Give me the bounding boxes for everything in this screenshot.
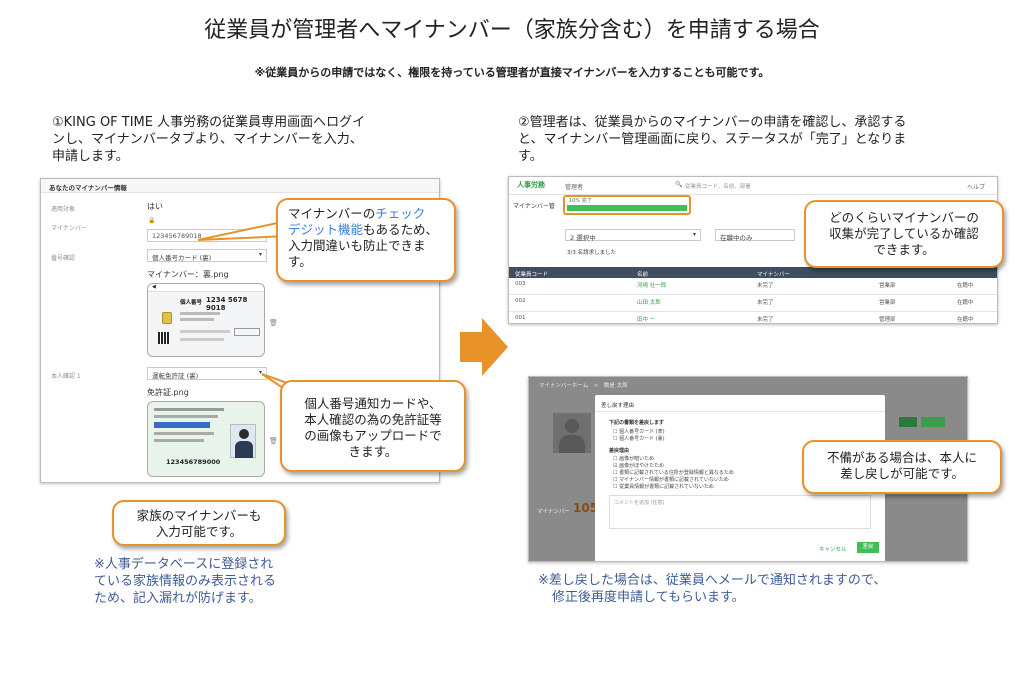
delete-icon-1[interactable]: 🗑 bbox=[269, 319, 278, 327]
filter-select-a[interactable]: 2 選択中 ▾ bbox=[565, 229, 701, 242]
note-family: ※人事データベースに登録され ている家族情報のみ表示される ため、記入漏れが防げ… bbox=[94, 557, 277, 606]
chevron-down-icon: ▾ bbox=[258, 369, 262, 376]
progress-label: 10% 完了 bbox=[569, 198, 592, 204]
reason-address[interactable]: ☐ 書類に記載されている住所が登録情報と異なるため bbox=[613, 470, 734, 476]
label-mynumber: マイナンバー bbox=[51, 225, 87, 232]
step2-text: ②管理者は、従業員からのマイナンバーの申請を確認し、承認する と、マイナンバー管… bbox=[518, 115, 907, 164]
callout-upload-images: 個人番号通知カードや、 本人確認の為の免許証等 の画像もアップロードで きます。 bbox=[280, 380, 466, 472]
progress-bar bbox=[567, 205, 687, 211]
label-target: 適用対象 bbox=[51, 206, 76, 213]
delete-icon-2[interactable]: 🗑 bbox=[269, 437, 278, 445]
table-row[interactable]: 003 河崎 壮一郎 未完了 営業部 在籍中 bbox=[509, 278, 997, 295]
person-photo-icon bbox=[230, 424, 256, 458]
dialog-title: 差し戻す理由 bbox=[601, 403, 635, 409]
section-title: マイナンバー管 bbox=[513, 203, 555, 210]
step1-text: ①KING OF TIME 人事労務の従業員専用画面へログイ ンし、マイナンバー… bbox=[52, 115, 366, 164]
help-link[interactable]: ヘルプ bbox=[966, 184, 985, 191]
reason-no-number[interactable]: ☐ マイナンバー情報が書類に記載されていないため bbox=[613, 477, 729, 483]
chevron-down-icon: ▾ bbox=[258, 251, 262, 258]
admin-topbar: 人事労務 管理者 🔍 従業員コード、名前、部署 ヘルプ bbox=[509, 177, 997, 195]
filter-select-b[interactable]: 在職中のみ bbox=[715, 229, 795, 242]
chevron-down-icon: ▾ bbox=[692, 231, 696, 238]
avatar bbox=[553, 413, 591, 453]
mynumber-card-image: ◀ 個人番号 1234 5678 9018 bbox=[147, 283, 265, 357]
arrow-left-icon: ◀ bbox=[152, 284, 156, 290]
submit-return-button[interactable]: 差戻 bbox=[857, 542, 879, 553]
page-title: 従業員が管理者へマイナンバー（家族分含む）を申請する場合 bbox=[204, 18, 820, 43]
label-identity: 本人確認 1 bbox=[51, 373, 81, 380]
reason-no-employee[interactable]: ☐ 従業員情報が書類に記載されていないため bbox=[613, 484, 714, 490]
cancel-button[interactable]: キャンセル bbox=[819, 547, 847, 553]
table-row[interactable]: 001 田中 一 未完了 管理部 在籍中 bbox=[509, 312, 997, 323]
breadcrumb: マイナンバーホーム > 数是 太郎 bbox=[539, 383, 628, 389]
reason-blurry[interactable]: ☑ 画像がぼやけたため bbox=[613, 463, 665, 469]
mynumber-partial: 105 bbox=[573, 501, 599, 515]
checkbox-card-back[interactable]: ☐ 個人番号カード (裏) bbox=[613, 436, 665, 442]
reason-dark[interactable]: ☐ 画像が暗いため bbox=[613, 456, 655, 462]
file-name-2: 免許証.png bbox=[147, 388, 189, 397]
checkbox-card-front[interactable]: ☐ 個人番号カード (表) bbox=[613, 429, 665, 435]
mynumber-label: マイナンバー bbox=[537, 509, 570, 515]
screenshot-header: あなたのマイナンバー情報 bbox=[41, 179, 439, 193]
comment-input[interactable]: コメントを追加 (任意) bbox=[609, 495, 871, 529]
callout-return: 不備がある場合は、本人に 差し戻しが可能です。 bbox=[802, 440, 1002, 494]
file-name-1: マイナンバー：裏.png bbox=[147, 270, 229, 279]
table-header: 従業員コード 名前 マイナンバー bbox=[509, 267, 997, 278]
return-dialog-screenshot: マイナンバーホーム > 数是 太郎 マイナンバー 105 差し戻す理由 下記の書… bbox=[528, 376, 968, 562]
value-target: はい bbox=[147, 202, 163, 211]
lock-icon: 🔒 bbox=[148, 217, 156, 224]
label-number-check: 番号確認 bbox=[51, 255, 76, 262]
doc-type-select-2[interactable]: 運転免許証 (裏) ▾ bbox=[147, 367, 267, 380]
request-count: 3/3 名請求しました bbox=[567, 250, 617, 256]
return-dialog: 差し戻す理由 下記の書類を差戻します ☐ 個人番号カード (表) ☐ 個人番号カ… bbox=[595, 395, 885, 561]
callout-family: 家族のマイナンバーも 入力可能です。 bbox=[112, 500, 286, 546]
callout-progress: どのくらいマイナンバーの 収集が完了しているか確認 できます。 bbox=[804, 200, 1004, 268]
qr-code-icon bbox=[158, 332, 170, 344]
ic-chip-icon bbox=[162, 312, 172, 324]
table-row[interactable]: 002 山田 太郎 未完了 営業部 在籍中 bbox=[509, 295, 997, 312]
callout-check-digit: マイナンバーのチェック デジット機能もあるため、 入力間違いも防止できま す。 bbox=[276, 198, 456, 282]
app-logo: 人事労務 bbox=[517, 181, 545, 189]
progress-highlight bbox=[563, 195, 691, 215]
search-icon: 🔍 bbox=[675, 181, 683, 188]
admin-menu[interactable]: 管理者 bbox=[565, 184, 584, 191]
arrow-right-icon bbox=[460, 318, 508, 376]
search-input[interactable]: 従業員コード、名前、部署 bbox=[685, 184, 751, 190]
page-subtitle: ※従業員からの申請ではなく、権限を持っている管理者が直接マイナンバーを入力するこ… bbox=[254, 66, 770, 79]
doc-type-select-1[interactable]: 個人番号カード (裏) ▾ bbox=[147, 249, 267, 262]
note-return: ※差し戻した場合は、従業員へメールで通知されますので、 修正後再度申請してもらい… bbox=[538, 573, 887, 605]
drivers-license-image: 123456789000 bbox=[147, 401, 265, 477]
